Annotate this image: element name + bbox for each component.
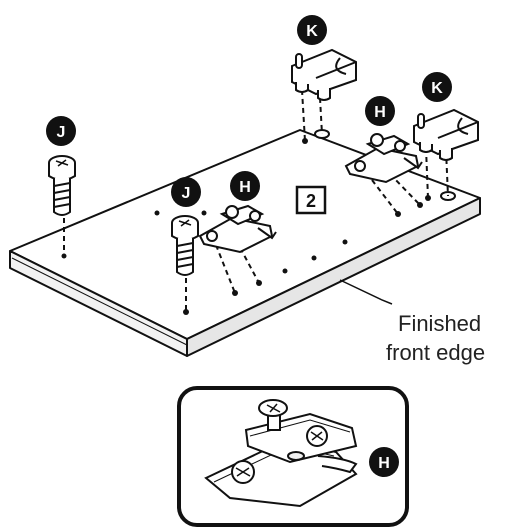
badge-k-top: K xyxy=(297,15,327,45)
cam-screw-j-left xyxy=(49,156,75,215)
svg-text:J: J xyxy=(57,124,66,141)
svg-text:K: K xyxy=(306,23,318,40)
badge-j-middle: J xyxy=(171,177,201,207)
caption-leader-line xyxy=(340,280,392,304)
svg-text:H: H xyxy=(378,455,390,472)
badge-h-right: H xyxy=(365,96,395,126)
step-number: 2 xyxy=(306,191,316,211)
svg-text:H: H xyxy=(374,104,386,121)
connector-k-right xyxy=(414,110,478,160)
svg-text:K: K xyxy=(431,80,443,97)
caption-line-1: Finished xyxy=(398,311,481,336)
badge-h-middle: H xyxy=(230,171,260,201)
step-number-box: 2 xyxy=(297,187,325,213)
badge-h-inset: H xyxy=(369,447,399,477)
inset-detail: H xyxy=(179,388,407,525)
caption-line-2: front edge xyxy=(386,340,485,365)
connector-k-top xyxy=(292,50,356,100)
badge-j-left: J xyxy=(46,116,76,146)
svg-text:H: H xyxy=(239,179,251,196)
badge-k-right: K xyxy=(422,72,452,102)
svg-text:J: J xyxy=(182,185,191,202)
